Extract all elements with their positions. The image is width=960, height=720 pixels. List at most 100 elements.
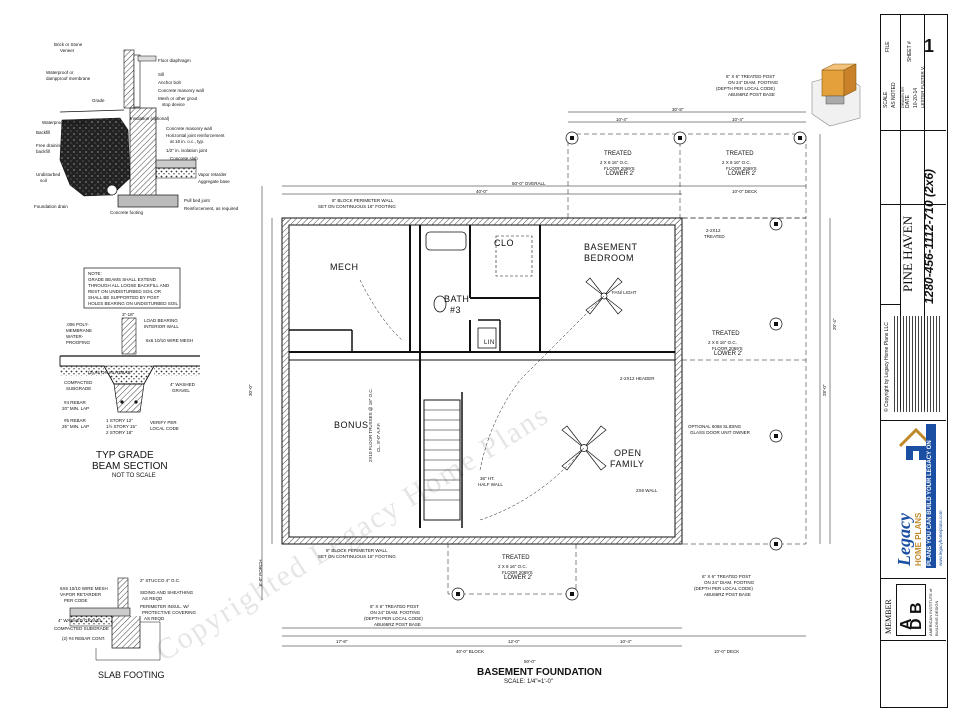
ws-pull-bed: Pull bed joint: [184, 198, 210, 203]
abd-letter-b: B: [908, 602, 925, 614]
dim-left-overall: 30'-0": [248, 384, 253, 396]
abd-logo: [896, 584, 926, 636]
tb-sheet-number: 1: [924, 36, 935, 56]
note-perimeter-top-1: 8" BLOCK PERIMETER WALL: [332, 198, 394, 203]
gb-story-3: 2 STORY 18": [106, 430, 133, 435]
abd-caption-1: AMERICAN INSTITUTE of: [928, 588, 933, 636]
note-perimeter-top-2: SET ON CONTINUOUS 16" FOOTING: [318, 204, 396, 209]
dim-deck-bottom: 10'-0" DECK: [714, 649, 740, 654]
note-post-right-1: 6" X 6" TREATED POST: [702, 574, 752, 579]
fan-light-label: FAN/ LIGHT: [612, 290, 637, 295]
note-post-bottom-1: 6" X 6" TREATED POST: [370, 604, 420, 609]
deck-side-2: 2 X 8 16" O.C.: [708, 340, 737, 345]
dim-deck-seg-a: 10'-4": [616, 117, 628, 122]
plan-title: BASEMENT FOUNDATION: [477, 667, 602, 678]
gb-note-2: GRADE BEAMS SHALL EXTEND: [88, 277, 156, 282]
sf-gravel: 4" WASHED GRAVEL: [58, 618, 103, 623]
ws-foundation-drain: Foundation drain: [34, 204, 68, 209]
gb-lap-3: #5 REBAR: [64, 418, 86, 423]
dim-overall-bottom: 50'-0": [524, 659, 536, 664]
tb-brand-1: Legacy: [894, 513, 914, 566]
dim-right-a: 28'-0": [822, 384, 827, 396]
deck-front-4: LOWER 2': [504, 575, 533, 581]
note-post-right-3: (DEPTH PER LOCAL CODE): [694, 586, 753, 591]
sf-perimeter-1: PERIMETER INSUL. W/: [140, 604, 189, 609]
room-label-clo: CLO: [494, 238, 515, 248]
ws-masonry-wall-2: Concrete masonry wall: [166, 126, 212, 131]
gb-poly-3: WATER-: [66, 334, 84, 339]
ws-undisturbed-1: Undisturbed: [36, 172, 61, 177]
room-label-bath-2: #3: [450, 305, 462, 315]
ws-mesh-2: stop device: [162, 102, 185, 107]
gb-note-6: HOLES BEARING ON UNDISTURBED SOIL: [88, 301, 179, 306]
dim-seg-bottom-c: 10'-4": [620, 639, 632, 644]
note-header: 2-2X12 HEADER: [620, 376, 655, 381]
dim-left-porch: 6'-0" PORCH: [258, 559, 263, 586]
deck-front-3: FLOOR 2069'S: [502, 570, 533, 575]
ws-slab: Concrete slab: [170, 156, 198, 161]
tb-brand-2: HOME PLANS: [914, 512, 923, 566]
gb-lap-4: 25" MIN. LAP: [62, 424, 90, 429]
ws-concrete-footing: Concrete footing: [110, 210, 144, 215]
note-post-top-1: 6" X 6" TREATED POST: [726, 74, 776, 79]
ws-membrane: Waterproof membrane: [42, 120, 87, 125]
note-post-top-4: ABU66RZ POST BASE: [728, 92, 775, 97]
tb-contact: www.legacyhomeplans.com: [938, 510, 943, 566]
sf-subgrade: COMPACTED SUBGRADE: [54, 626, 109, 631]
deck-back-right-4: LOWER 2': [728, 171, 757, 177]
gb-story-2: 1½ STORY 15": [106, 424, 137, 429]
tb-tagline-band: [926, 424, 936, 568]
dim-deck-width: 30'-8": [672, 107, 684, 112]
room-label-open-1: OPEN: [614, 448, 642, 458]
sf-title: SLAB FOOTING: [98, 670, 165, 680]
ws-reinforcement-3: Reinforcement, as required: [184, 206, 239, 211]
deck-back-right-3: FLOOR 2069'S: [726, 166, 757, 171]
gb-mesh: 6x6 10/10 WIRE MESH: [146, 338, 194, 343]
gb-note-5: SHALL BE SUPPORTED BY POST: [88, 295, 160, 300]
tb-scale-label: SCALE: [883, 91, 889, 108]
tb-drawn-value: LESTER FUSTER V.: [920, 66, 925, 108]
ws-waterproof-1: Waterproof or: [46, 70, 74, 75]
dim-right-b: 20'-4": [832, 318, 837, 330]
gb-subgrade-1: COMPACTED: [64, 380, 93, 385]
ws-isolation: 1/2" in. isolation joint: [166, 148, 208, 153]
gb-poly-4: PROOFING: [66, 340, 91, 345]
slab-footing-detail: [69, 577, 161, 661]
ws-backfill: Backfill: [36, 130, 51, 135]
ws-free-draining-2: backfill: [36, 149, 50, 154]
deck-side-4: LOWER 2': [714, 351, 743, 357]
deck-back-left-4: LOWER 2': [606, 171, 635, 177]
gb-title-2: BEAM SECTION: [92, 461, 168, 472]
note-treated-1: 2-2X12: [706, 228, 721, 233]
ws-sill: Sill: [158, 72, 165, 77]
gb-note-3: THROUGH ALL LOOSE BACKFILL AND: [88, 283, 170, 288]
note-joists-2: CL. 8'-0" A.F.F.: [376, 422, 381, 452]
note-post-bottom-2: ON 24" DIAM. FOOTING: [370, 610, 421, 615]
tb-blank-panel: [880, 640, 946, 707]
tb-member: MEMBER: [884, 599, 893, 634]
gb-lap-2: 20" MIN. LAP: [62, 406, 90, 411]
gb-verify-2: LOCAL CODE: [150, 426, 179, 431]
gb-bearing-1: LOAD BEARING: [144, 318, 178, 323]
ws-waterproof-2: dampproof membrane: [46, 76, 91, 81]
ws-anchor-bolt: Anchor bolt: [158, 80, 181, 85]
dim-deck-seg-b: 10'-4": [732, 117, 744, 122]
dim-overall-top: 50'-0" OVERALL: [512, 181, 546, 186]
note-post-top-2: ON 24" DIAM. FOOTING: [728, 80, 779, 85]
tb-copyright: © Copyright by Legacy Home Plans LLC: [884, 322, 890, 412]
basement-walls: [281, 217, 683, 545]
note-post-right-2: ON 24" DIAM. FOOTING: [704, 580, 755, 585]
gb-story-1: 1 STORY 12": [106, 418, 133, 423]
room-label-mech: MECH: [330, 262, 359, 272]
gb-poly-1: .006 POLY-: [66, 322, 89, 327]
note-sliding-door-1: OPTIONAL 6068 SLIDING: [688, 424, 742, 429]
sf-perimeter-3: AS REQD: [144, 616, 165, 621]
sf-mesh-2: VAPOR RETARDER: [60, 592, 102, 597]
title-block: [880, 14, 948, 708]
ws-insulation: Insulation (optional): [130, 116, 170, 121]
ws-grade: Grade: [92, 98, 105, 103]
sf-stucco: 2" STUCCO 4" O.C.: [140, 578, 181, 583]
deck-back-right-1: TREATED: [726, 151, 754, 157]
dim-deck-top: 10'-0" DECK: [732, 189, 758, 194]
